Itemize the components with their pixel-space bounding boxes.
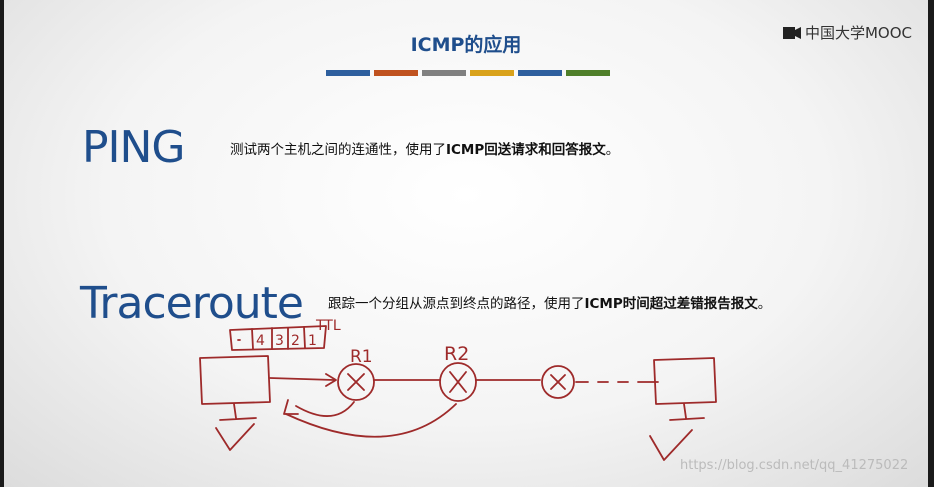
title-bar-2 xyxy=(374,70,418,76)
ping-description: 测试两个主机之间的连通性，使用了ICMP回送请求和回答报文。 xyxy=(230,138,619,158)
mooc-logo-icon xyxy=(782,26,801,39)
handwritten-diagram: 4 3 2 1 TTL R1 R2 xyxy=(199,318,717,461)
ttl-digit: 3 xyxy=(275,333,284,349)
router-r1-x xyxy=(347,373,365,391)
traceroute-desc-suffix: 。 xyxy=(757,296,772,312)
title-color-bars xyxy=(326,70,610,76)
packet-box xyxy=(229,325,327,351)
ttl-digit: 4 xyxy=(256,333,265,349)
ping-desc-suffix: 。 xyxy=(605,142,620,158)
ttl-label: TTL xyxy=(315,318,341,334)
router-r2-x xyxy=(449,371,467,393)
ping-desc-bold: ICMP回送请求和回答报文 xyxy=(446,142,606,158)
router-3-x xyxy=(550,374,566,390)
title-bar-5 xyxy=(518,70,562,76)
return-arrow-r2 xyxy=(285,403,457,438)
router-3 xyxy=(541,365,575,399)
router-r2-label: R2 xyxy=(444,343,469,365)
dest-host-check xyxy=(649,429,693,461)
return-arrowhead xyxy=(283,399,299,415)
ttl-digit: 1 xyxy=(308,333,317,349)
source-host-box xyxy=(199,355,271,405)
return-arrow-r1 xyxy=(295,401,355,417)
ttl-digit: 2 xyxy=(291,333,300,349)
slide: ICMP的应用 中国大学MOOC PING 测试两个主机之间的连通性，使用了IC… xyxy=(4,0,928,487)
ping-desc-prefix: 测试两个主机之间的连通性，使用了 xyxy=(230,142,446,158)
router-r1 xyxy=(337,363,375,401)
title-bar-1 xyxy=(326,70,370,76)
traceroute-heading: Traceroute xyxy=(80,278,304,329)
watermark: https://blog.csdn.net/qq_41275022 xyxy=(680,458,909,473)
link-arrow xyxy=(325,373,337,387)
title-bar-6 xyxy=(566,70,610,76)
title-bar-3 xyxy=(422,70,466,76)
traceroute-desc-bold: ICMP时间超过差错报告报文 xyxy=(584,296,758,312)
logo-text: 中国大学MOOC xyxy=(804,24,912,42)
ping-heading: PING xyxy=(82,122,186,173)
router-r1-label: R1 xyxy=(350,347,373,367)
router-r2 xyxy=(439,362,477,402)
title-bar-4 xyxy=(470,70,514,76)
link-host-r1 xyxy=(269,377,335,381)
dest-host-stand xyxy=(669,403,705,421)
packet-dividers xyxy=(251,326,306,350)
traceroute-description: 跟踪一个分组从源点到终点的路径，使用了ICMP时间超过差错报告报文。 xyxy=(328,292,771,312)
source-host-stand xyxy=(219,403,257,421)
traceroute-desc-prefix: 跟踪一个分组从源点到终点的路径，使用了 xyxy=(328,296,585,312)
slide-title: ICMP的应用 xyxy=(410,34,522,56)
dest-host-box xyxy=(653,357,717,405)
source-host-check xyxy=(215,423,255,451)
mooc-logo: 中国大学MOOC xyxy=(782,22,912,43)
